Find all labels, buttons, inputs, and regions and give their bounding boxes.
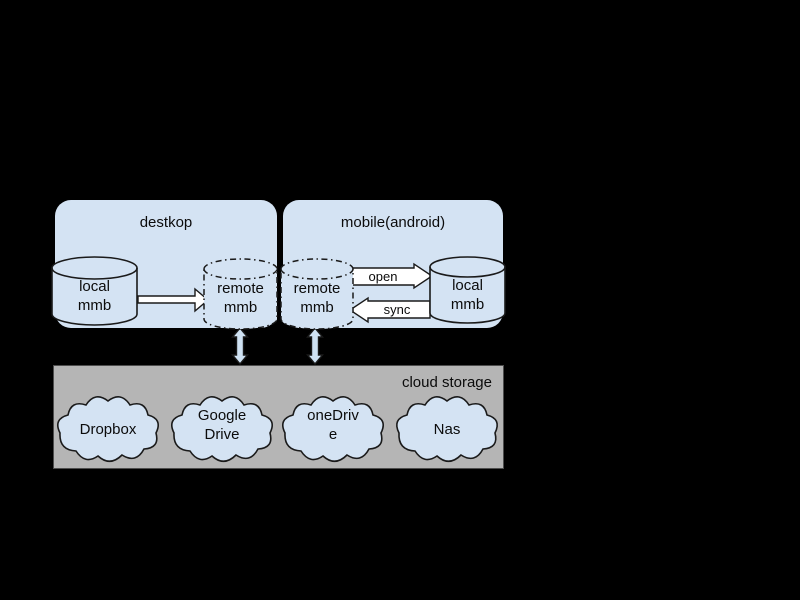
mobile-panel-title: mobile(android)	[340, 214, 446, 231]
desktop-sync-arrow	[137, 287, 210, 313]
mobile-local-db-cylinder	[429, 256, 506, 324]
desktop-panel-title: destkop	[139, 214, 193, 231]
cloud-storage-title: cloud storage	[401, 374, 492, 391]
sync-arrow	[348, 296, 431, 324]
mobile-cloud-double-arrow	[306, 326, 324, 366]
mobile-remote-db-label: remote mmb	[293, 280, 341, 316]
dropbox-cloud-label: Dropbox	[79, 421, 137, 438]
sync-arrow-label: sync	[383, 302, 411, 317]
dropbox-cloud	[57, 396, 159, 463]
desktop-remote-db-label: remote mmb	[217, 280, 264, 316]
onedrive-cloud	[282, 396, 384, 463]
onedrive-cloud-label: oneDriv e	[307, 407, 359, 443]
mobile-remote-db-cylinder	[280, 258, 354, 330]
open-arrow-label: open	[368, 269, 398, 284]
mobile-local-db-label: local mmb	[450, 277, 485, 313]
desktop-cloud-double-arrow	[231, 326, 249, 366]
desktop-local-db-label: local mmb	[77, 278, 112, 314]
open-arrow	[351, 262, 434, 290]
google-drive-cloud-label: Google Drive	[197, 407, 247, 443]
google-drive-cloud	[171, 396, 273, 463]
nas-cloud	[396, 396, 498, 463]
desktop-local-db-cylinder	[51, 256, 138, 326]
desktop-remote-db-cylinder	[203, 258, 278, 330]
nas-cloud-label: Nas	[433, 421, 461, 438]
